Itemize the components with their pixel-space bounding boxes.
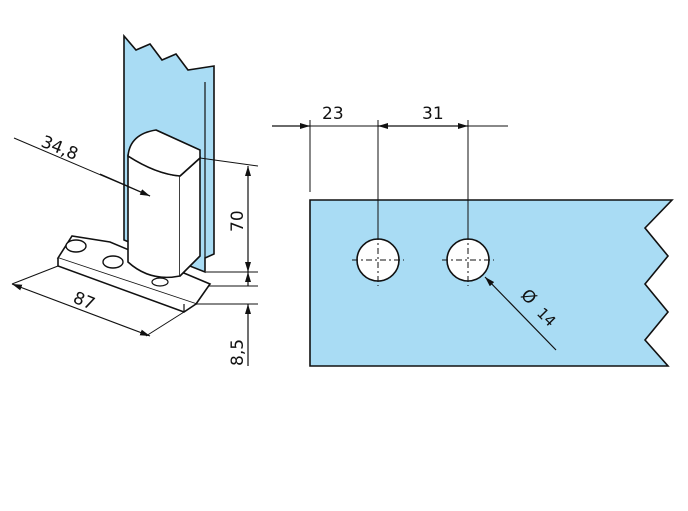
dim-height-label: 70 [228, 210, 248, 232]
dim-base-label: 8,5 [228, 339, 248, 366]
dim-hole-spacing: 31 [378, 104, 508, 129]
hinge-isometric-view: 34,8 87 70 8,5 [11, 33, 259, 366]
dim-edge-to-hole: 23 [272, 104, 378, 129]
dim-edge-to-hole-label: 23 [322, 104, 344, 124]
glass-plate-view: 23 31 Ø 14 [272, 104, 674, 367]
dim-height: 70 [199, 157, 259, 273]
hinge-body [127, 129, 201, 287]
dim-hole-spacing-label: 31 [422, 104, 444, 124]
dim-length-label: 87 [70, 288, 98, 315]
dim-depth-label: 34,8 [38, 132, 81, 165]
dim-base: 8,5 [196, 272, 258, 366]
hole-2 [442, 234, 494, 286]
hole-1 [352, 234, 404, 286]
